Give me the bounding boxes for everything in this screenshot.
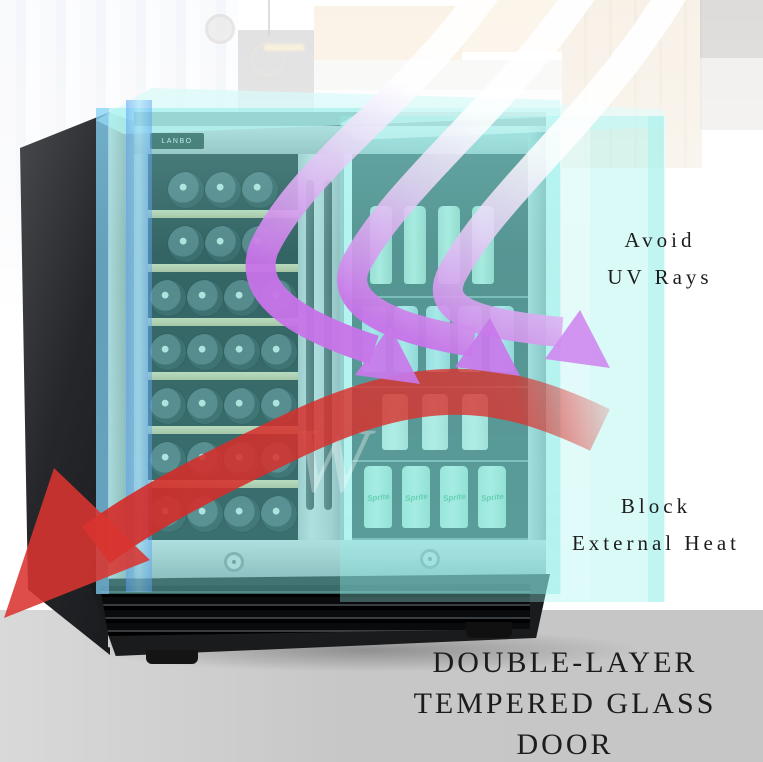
annotation-heat-line1: Block — [620, 494, 692, 518]
foot-right — [466, 622, 512, 638]
caption-line1: DOUBLE-LAYER — [432, 646, 698, 679]
annotation-heat-line2: External Heat — [571, 531, 741, 555]
product-caption: DOUBLE-LAYER TEMPERED GLASS DOOR — [369, 642, 761, 762]
heat-arrow-icon — [4, 368, 610, 618]
annotation-uv: Avoid UV Rays — [548, 222, 763, 296]
glass-layer-back-edge — [648, 116, 664, 602]
glass-layer-front-edge-outer — [96, 108, 109, 594]
uv-ray-arrow-icon — [245, 0, 686, 384]
annotation-uv-line1: Avoid — [624, 228, 696, 252]
annotation-heat: Block External Heat — [540, 488, 763, 562]
annotation-uv-line2: UV Rays — [607, 265, 713, 289]
caption-line2: TEMPERED GLASS DOOR — [413, 687, 717, 761]
foot-left — [146, 650, 198, 664]
